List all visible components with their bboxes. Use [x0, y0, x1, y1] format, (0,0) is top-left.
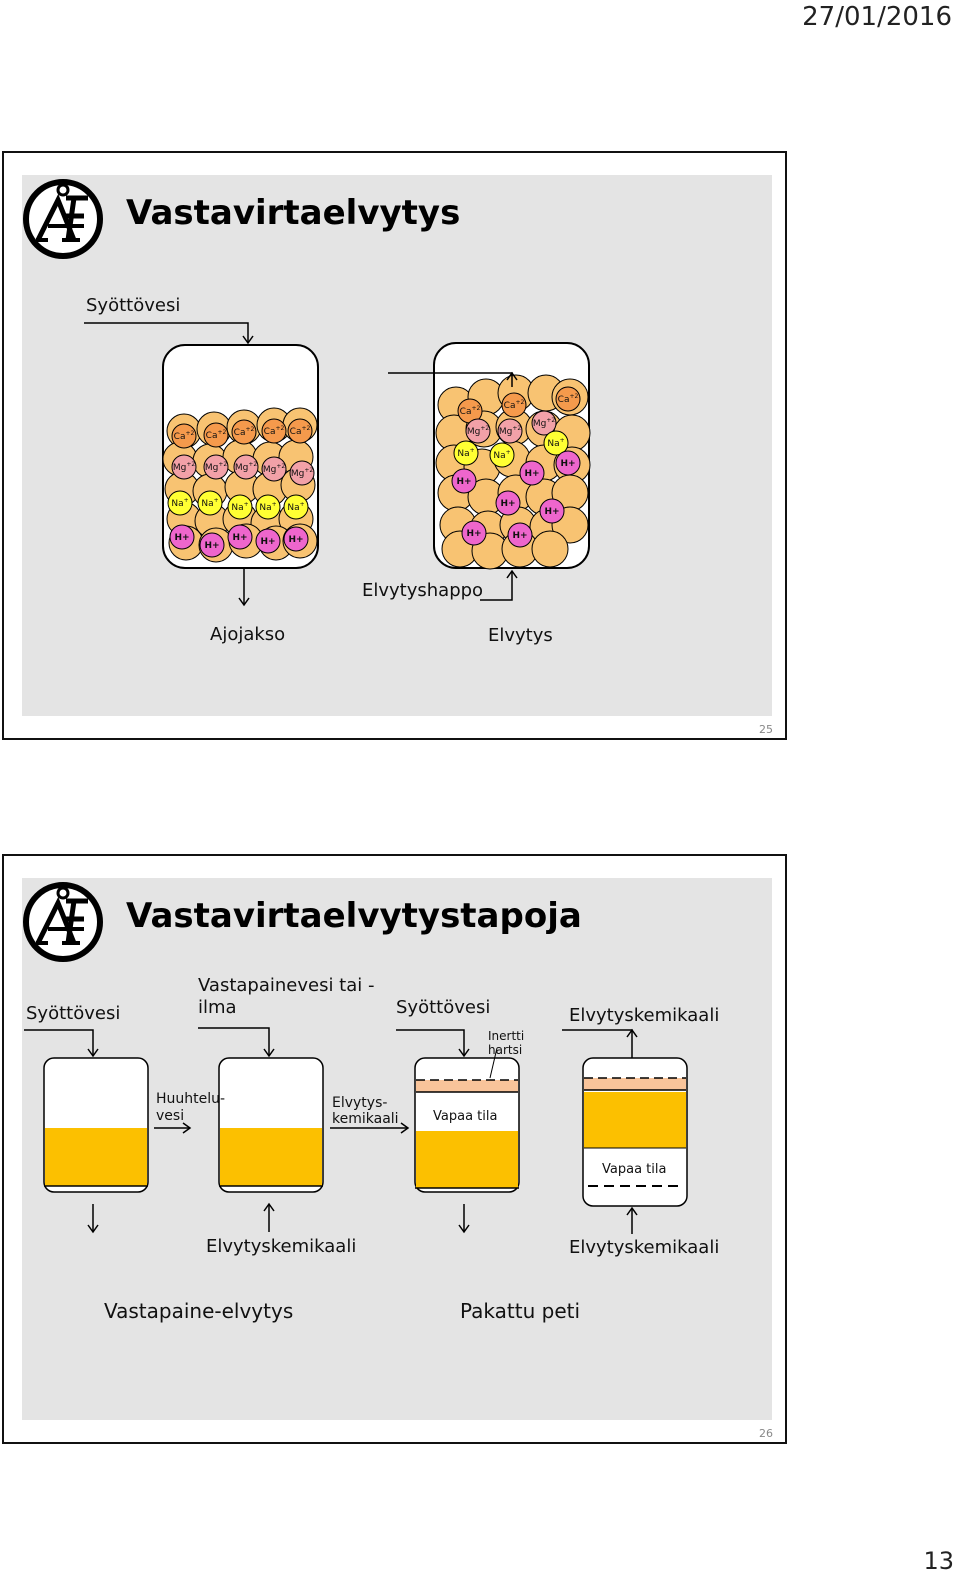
slide-25: Vastavirtaelvytys Syöttövesi Elvytyshapp… [2, 151, 787, 740]
slide-number: 25 [759, 723, 773, 736]
ca-ion: Ca+2 [171, 423, 197, 449]
h-ion: H+ [555, 450, 581, 476]
h-ion: H+ [451, 468, 477, 494]
slide-25-panel [22, 175, 772, 716]
na-ion: Na+ [227, 494, 253, 520]
slide-title: Vastavirtaelvytys [126, 193, 461, 233]
h-ion: H+ [495, 490, 521, 516]
mg-ion: Mg+2 [261, 456, 287, 482]
na-ion: Na+ [197, 490, 223, 516]
h-ion: H+ [169, 524, 195, 550]
h-ion: H+ [519, 460, 545, 486]
rinse-water-label-line1: Huuhtelu- [156, 1091, 226, 1107]
h-ion: H+ [227, 524, 253, 550]
service-cycle-label: Ajojakso [210, 624, 286, 645]
svg-text:H+: H+ [512, 531, 527, 541]
ca-ion: Ca+2 [287, 418, 313, 444]
svg-text:H+: H+ [500, 499, 515, 509]
column-4 [562, 1028, 688, 1234]
feed-water-label: Syöttövesi [86, 295, 181, 316]
h-ion: H+ [283, 526, 309, 552]
regeneration-chemical-bottom-right: Elvytyskemikaali [569, 1237, 720, 1258]
regeneration-chemical-bottom-left: Elvytyskemikaali [206, 1236, 357, 1257]
column-2 [198, 1027, 410, 1232]
column-1 [24, 1029, 192, 1234]
svg-text:H+: H+ [232, 533, 247, 543]
na-ion: Na+ [255, 494, 281, 520]
svg-text:H+: H+ [456, 477, 471, 487]
inert-resin-label-line1: Inertti [488, 1029, 525, 1043]
resin-bead [531, 530, 569, 568]
document-date: 27/01/2016 [802, 2, 952, 32]
mg-ion: Mg+2 [497, 418, 523, 444]
h-ion: H+ [539, 498, 565, 524]
counterpressure-label-line2: ilma [198, 997, 237, 1018]
column-3 [396, 1029, 520, 1234]
slide-number: 26 [759, 1427, 773, 1440]
h-ion: H+ [507, 522, 533, 548]
regeneration-acid-label: Elvytyshappo [362, 580, 484, 601]
h-ion: H+ [255, 528, 281, 554]
regeneration-chemical-top-label: Elvytyskemikaali [569, 1005, 720, 1026]
mg-ion: Mg+2 [203, 454, 229, 480]
rinse-water-label-line2: vesi [156, 1108, 185, 1124]
mg-ion: Mg+2 [465, 418, 491, 444]
method-counterpressure-label: Vastapaine-elvytys [104, 1299, 294, 1323]
ca-ion: Ca+2 [555, 386, 581, 412]
slide-title: Vastavirtaelvytystapoja [126, 896, 582, 936]
inert-resin-label-line2: hartsi [488, 1043, 523, 1057]
ca-ion: Ca+2 [501, 392, 527, 418]
counterpressure-label-line1: Vastapainevesi tai - [198, 975, 375, 996]
na-ion: Na+ [283, 494, 309, 520]
svg-text:H+: H+ [466, 529, 481, 539]
page-number: 13 [923, 1547, 954, 1575]
na-ion: Na+ [453, 440, 479, 466]
h-ion: H+ [199, 532, 225, 558]
h-ion: H+ [461, 520, 487, 546]
mg-ion: Mg+2 [531, 410, 557, 436]
na-ion: Na+ [543, 430, 569, 456]
regen-chemical-label-line1: Elvytys- [332, 1095, 388, 1111]
ca-ion: Ca+2 [203, 422, 229, 448]
svg-text:H+: H+ [524, 469, 539, 479]
ca-ion: Ca+2 [457, 398, 483, 424]
feed-water-label: Syöttövesi [26, 1003, 121, 1024]
svg-text:H+: H+ [260, 537, 275, 547]
svg-text:H+: H+ [544, 507, 559, 517]
slide-26: Vastavirtaelvytystapoja [2, 854, 787, 1444]
method-packed-bed-label: Pakattu peti [460, 1299, 581, 1323]
feed-water-label-2: Syöttövesi [396, 997, 491, 1018]
svg-text:H+: H+ [204, 541, 219, 551]
free-space-label-1: Vapaa tila [433, 1109, 498, 1124]
regen-chemical-label-line2: kemikaali [332, 1111, 399, 1127]
ca-ion: Ca+2 [231, 419, 257, 445]
ca-ion: Ca+2 [261, 418, 287, 444]
mg-ion: Mg+2 [289, 460, 315, 486]
na-ion: Na+ [489, 442, 515, 468]
svg-text:H+: H+ [560, 459, 575, 469]
regeneration-methods-diagram [24, 1027, 688, 1234]
regeneration-label: Elvytys [488, 625, 553, 646]
af-logo [22, 178, 104, 260]
free-space-label-2: Vapaa tila [602, 1162, 667, 1177]
na-ion: Na+ [167, 490, 193, 516]
svg-text:H+: H+ [288, 535, 303, 545]
af-logo [22, 881, 104, 963]
mg-ion: Mg+2 [171, 454, 197, 480]
svg-text:H+: H+ [174, 533, 189, 543]
mg-ion: Mg+2 [233, 454, 259, 480]
